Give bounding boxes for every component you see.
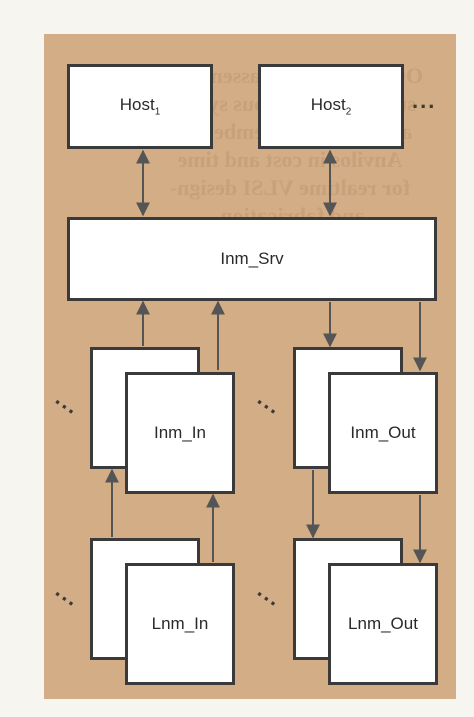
host1-label: Host1 (119, 95, 161, 118)
server-label: Inm_Srv (220, 249, 284, 268)
lnm-in-label: Lnm_In (151, 614, 209, 633)
lnm-out-box: Lnm_Out (328, 563, 438, 685)
lnm-out-label: Lnm_Out (348, 614, 418, 633)
server-box: Inm_Srv (67, 217, 437, 301)
inm-out-label: Inm_Out (350, 423, 416, 442)
inm-in-label: Inm_In (154, 423, 206, 442)
hosts-ellipsis: ... (412, 88, 437, 113)
host1-box: Host1 (67, 64, 213, 149)
host2-box: Host2 (258, 64, 404, 149)
host2-label: Host2 (310, 95, 352, 118)
inm-out-box: Inm_Out (328, 372, 438, 494)
inm-in-box: Inm_In (125, 372, 235, 494)
lnm-in-box: Lnm_In (125, 563, 235, 685)
